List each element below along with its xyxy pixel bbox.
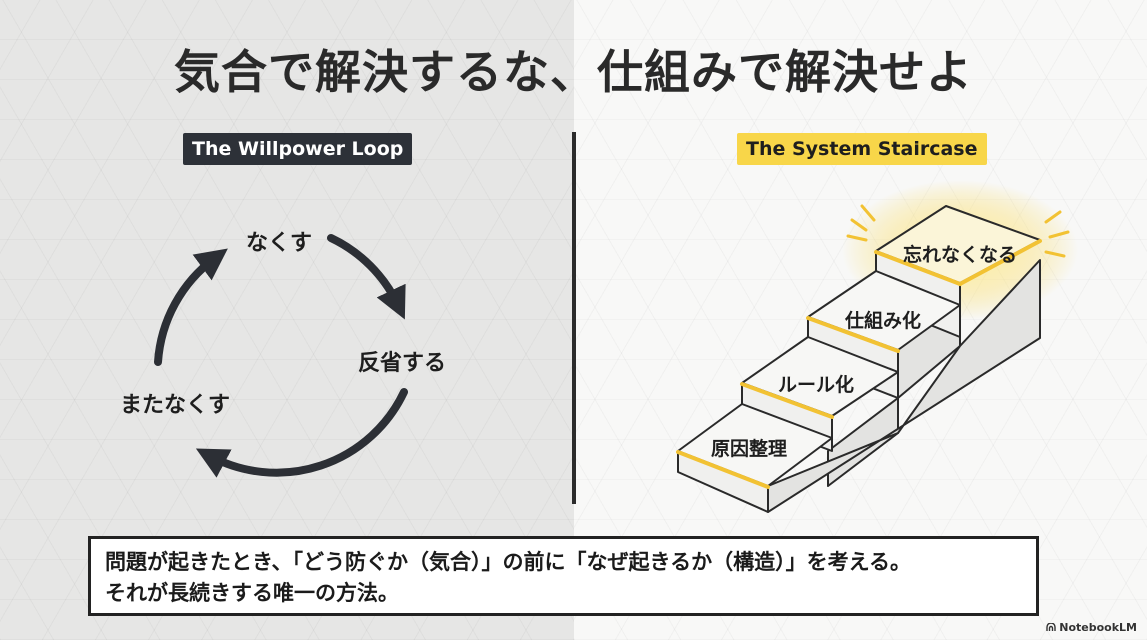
center-divider [572, 132, 576, 504]
system-staircase-badge: The System Staircase [737, 133, 987, 165]
notebooklm-icon [1046, 623, 1056, 631]
step-label-rule: ルール化 [778, 374, 855, 396]
system-panel [574, 0, 1147, 640]
step-label-system: 仕組み化 [845, 310, 922, 332]
caption-line-2: それが長続きする唯一の方法。 [105, 581, 399, 605]
cycle-arrow-left [154, 248, 228, 366]
cycle-arrows [154, 234, 408, 478]
willpower-panel [0, 0, 574, 640]
glow-rays [846, 204, 1070, 258]
brand-watermark: NotebookLM [1046, 621, 1137, 634]
step-highlight-lines [676, 239, 1042, 489]
cycle-arrow-top [327, 234, 406, 320]
willpower-loop-badge: The Willpower Loop [183, 133, 413, 165]
cycle-label-lose: なくす [246, 231, 313, 256]
step-label-cause: 原因整理 [711, 438, 788, 460]
caption-line-1: 問題が起きたとき、「どう防ぐか（気合）」の前に「なぜ起きるか（構造）」を考える。 [105, 550, 911, 574]
cycle-label-reflect: 反省する [358, 351, 447, 376]
cycle-arrow-bottom [195, 388, 408, 478]
page-title: 気合で解決するな、仕組みで解決せよ [174, 45, 973, 99]
brand-name: NotebookLM [1059, 621, 1137, 634]
summary-caption: 問題が起きたとき、「どう防ぐか（気合）」の前に「なぜ起きるか（構造）」を考える。… [88, 536, 1039, 616]
step-label-never-forget: 忘れなくなる [903, 244, 1018, 266]
cycle-label-lose-again: またなくす [120, 393, 231, 418]
